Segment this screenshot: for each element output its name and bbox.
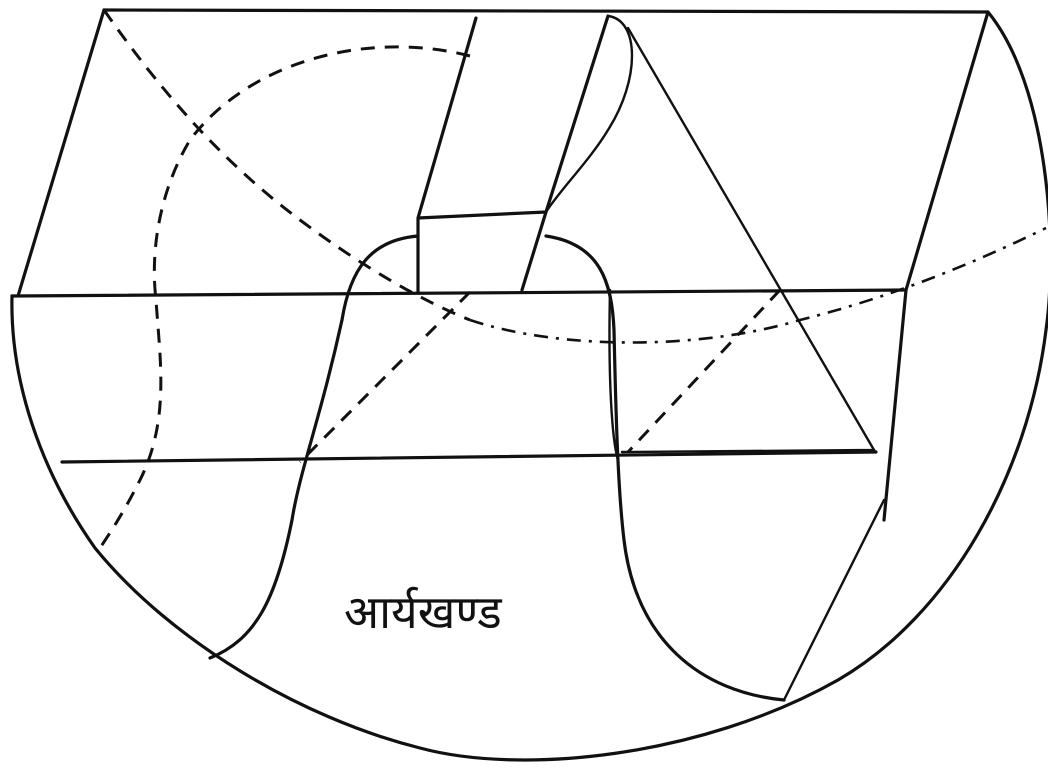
dashed-diagonal-left: [102, 9, 471, 322]
right-river-curve: [544, 234, 786, 702]
column-curve: [544, 14, 634, 214]
central-column: [416, 14, 610, 294]
outer-boundary: [10, 8, 1048, 762]
dashed-cross-left: [298, 290, 472, 464]
dashed-cross-right: [626, 288, 782, 454]
dashed-curve-bottom: [469, 226, 1047, 344]
inner-right-curve: [608, 288, 620, 462]
upper-band-line: [10, 288, 908, 298]
left-river-curve: [208, 234, 420, 660]
dashed-arc-top: [98, 45, 471, 549]
right-block-side: [882, 288, 908, 522]
region-label: आर्यखण्ड: [344, 585, 503, 639]
lower-right-diagonal: [782, 498, 886, 702]
lower-band-line: [60, 450, 878, 464]
right-block-edge: [904, 10, 990, 292]
right-triangle: [620, 26, 877, 454]
left-block-edge: [16, 8, 106, 298]
